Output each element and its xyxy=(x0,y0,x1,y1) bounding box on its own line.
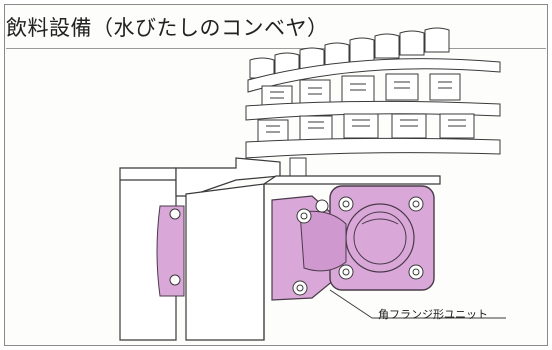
bottle-row-top xyxy=(249,27,450,79)
callout-leader xyxy=(329,289,506,319)
bolt-icon xyxy=(292,196,424,296)
callout-label: 角フランジ形ユニット xyxy=(378,308,488,321)
flange-left-partial xyxy=(156,205,185,297)
figure-title: 飲料設備（水びたしのコンベヤ） xyxy=(6,16,329,40)
title-divider xyxy=(6,48,546,49)
conveyor-rollers-illustration xyxy=(245,27,501,177)
bottle-row-lower xyxy=(257,113,475,143)
square-flange-unit-illustration xyxy=(271,185,435,301)
bottle-row-middle xyxy=(261,73,461,109)
